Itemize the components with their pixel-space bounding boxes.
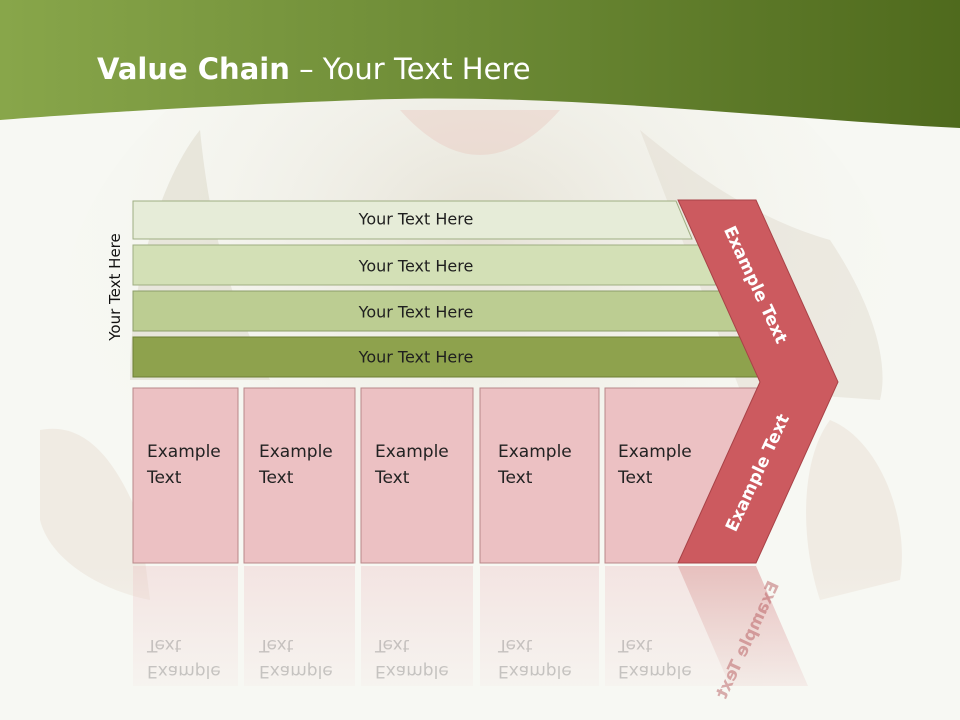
mouth-shape bbox=[400, 110, 560, 155]
slide-title-rest: – Your Text Here bbox=[289, 52, 531, 86]
right-hand-shape bbox=[806, 420, 902, 600]
chevron bbox=[677, 199, 839, 564]
box-2-text: Example Text bbox=[259, 442, 333, 488]
box-1-text: Example Text bbox=[147, 442, 221, 488]
bar-2-label: Your Text Here bbox=[358, 256, 474, 276]
box-4-reflection: Example Text bbox=[498, 635, 572, 681]
header-band bbox=[0, 0, 960, 128]
box-3-text: Example Text bbox=[375, 442, 449, 488]
box-1-reflection: Example Text bbox=[147, 635, 221, 681]
box-3 bbox=[360, 387, 474, 564]
box-4-text: Example Text bbox=[498, 442, 572, 488]
box-2-reflection: Example Text bbox=[259, 635, 333, 681]
bar-1-label: Your Text Here bbox=[358, 209, 474, 229]
reflection-fade bbox=[0, 566, 960, 720]
side-label: Your Text Here bbox=[106, 233, 124, 341]
box-3-reflection: Example Text bbox=[375, 635, 449, 681]
bar-3-label: Your Text Here bbox=[358, 302, 474, 322]
box-4 bbox=[479, 387, 600, 564]
left-hand-shape bbox=[40, 428, 150, 600]
box-5-reflection: Example Text bbox=[618, 635, 692, 681]
slide-title-bold: Value Chain bbox=[97, 52, 290, 86]
bar-1 bbox=[132, 200, 693, 240]
slide-title: Value Chain – Your Text Here bbox=[97, 52, 531, 86]
bar-4-label: Your Text Here bbox=[358, 347, 474, 367]
box-5-text: Example Text bbox=[618, 442, 692, 488]
box-2 bbox=[243, 387, 356, 564]
box-1 bbox=[132, 387, 239, 564]
